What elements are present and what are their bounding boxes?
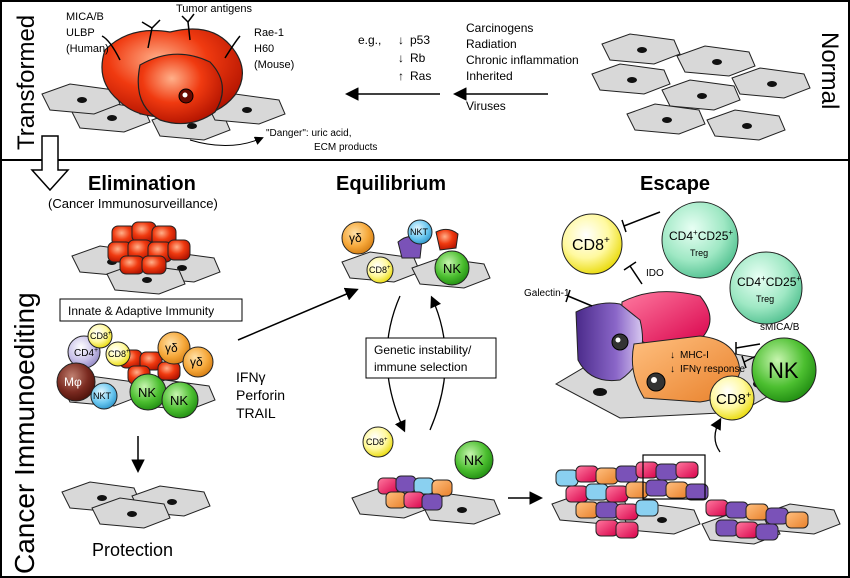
- equilibrium-tumor-bottom: [377, 475, 453, 511]
- danger-arrow: [189, 136, 264, 147]
- svg-text:IDO: IDO: [646, 268, 664, 279]
- svg-text:γδ: γδ: [349, 231, 362, 245]
- equilibrium-cells-bottom: CD8+ NK: [362, 426, 494, 480]
- normal-label: Normal: [816, 32, 843, 109]
- normal-tissue: [591, 33, 811, 141]
- svg-text:CD8+: CD8+: [369, 265, 391, 275]
- innate-adaptive-label: Innate & Adaptive Immunity: [68, 304, 214, 318]
- effector-molecules: IFNγ Perforin TRAIL: [236, 369, 285, 421]
- svg-text:Treg: Treg: [690, 248, 708, 258]
- svg-text:NK: NK: [443, 261, 461, 276]
- svg-text:sMICA/B: sMICA/B: [760, 322, 800, 333]
- causes-list: Carcinogens Radiation Chronic inflammati…: [466, 21, 579, 113]
- nkg2d-ligands-mouse: Rae-1 H60 (Mouse): [254, 27, 294, 71]
- svg-text:NK: NK: [138, 385, 156, 400]
- transformed-label: Transformed: [13, 15, 40, 150]
- svg-text:H60: H60: [254, 43, 274, 55]
- zoom-arrow: [710, 417, 722, 453]
- svg-text:↑: ↑: [398, 69, 404, 83]
- svg-text:NK: NK: [170, 393, 188, 408]
- svg-text:Radiation: Radiation: [466, 37, 517, 51]
- zoom-box: [642, 454, 706, 500]
- svg-text:TRAIL: TRAIL: [236, 405, 276, 421]
- elimination-tumor-top: [107, 221, 191, 275]
- svg-text:↓: ↓: [398, 51, 404, 65]
- svg-text:NKT: NKT: [410, 227, 429, 237]
- svg-text:e.g.,: e.g.,: [358, 33, 381, 47]
- svg-text:Rae-1: Rae-1: [254, 27, 284, 39]
- escape-title: Escape: [640, 173, 710, 195]
- immune-selection-label: immune selection: [374, 360, 467, 374]
- svg-text:CD8+: CD8+: [572, 235, 610, 254]
- to-equilibrium-arrow: [237, 287, 359, 341]
- svg-text:"Danger": uric acid,: "Danger": uric acid,: [266, 128, 351, 139]
- tumor-cells: [101, 13, 243, 125]
- svg-text:(Human): (Human): [66, 43, 109, 55]
- svg-text:CD8+: CD8+: [716, 390, 751, 408]
- svg-text:Viruses: Viruses: [466, 99, 506, 113]
- genetic-instability-label: Genetic instability/: [374, 343, 472, 357]
- svg-text:ULBP: ULBP: [66, 27, 95, 39]
- svg-text:NK: NK: [768, 358, 799, 383]
- svg-text:NK: NK: [464, 452, 484, 468]
- svg-text:Perforin: Perforin: [236, 387, 285, 403]
- svg-text:CD8+: CD8+: [90, 331, 112, 341]
- elimination-immune-cells: CD4+ CD8+ CD8+ Mφ NKT NK NK γδ γδ: [56, 323, 214, 419]
- svg-text:Carcinogens: Carcinogens: [466, 21, 533, 35]
- equilibrium-cells-top: γδ NKT CD8+ NK: [341, 219, 470, 286]
- svg-text:NKT: NKT: [93, 391, 112, 401]
- elimination-title: Elimination: [88, 173, 196, 195]
- svg-text:MICA/B: MICA/B: [66, 11, 104, 23]
- svg-text:CD4+: CD4+: [74, 347, 98, 359]
- nkg2d-ligands-human: MICA/B ULBP (Human): [66, 11, 109, 55]
- escape-tumor-cells: [575, 291, 741, 403]
- cancer-immunoediting-label: Cancer Immunoediting: [9, 292, 40, 574]
- svg-text:γδ: γδ: [165, 341, 178, 355]
- svg-text:Chronic inflammation: Chronic inflammation: [466, 53, 579, 67]
- svg-text:↓: ↓: [398, 33, 404, 47]
- svg-text:↓: ↓: [670, 364, 675, 375]
- svg-text:Mφ: Mφ: [64, 375, 82, 389]
- svg-text:MHC-I: MHC-I: [680, 350, 709, 361]
- svg-text:(Mouse): (Mouse): [254, 59, 294, 71]
- svg-text:IFNγ: IFNγ: [236, 369, 266, 385]
- svg-text:CD8+: CD8+: [366, 437, 388, 447]
- escape-immune-cells: CD8+ CD4+CD25+ Treg CD4+CD25+ Treg CD8+ …: [561, 201, 817, 421]
- svg-text:p53: p53: [410, 33, 430, 47]
- svg-text:Inherited: Inherited: [466, 69, 513, 83]
- svg-text:γδ: γδ: [190, 355, 203, 369]
- svg-text:IFNγ response: IFNγ response: [680, 364, 745, 375]
- protection-label: Protection: [92, 540, 173, 560]
- danger-label: "Danger": uric acid, ECM products: [266, 128, 377, 153]
- svg-text:Treg: Treg: [756, 294, 774, 304]
- svg-text:↓: ↓: [670, 350, 675, 361]
- svg-text:CD8+: CD8+: [108, 349, 130, 359]
- equilibrium-title: Equilibrium: [336, 173, 446, 195]
- svg-text:ECM products: ECM products: [314, 142, 377, 153]
- protection-tissue: [61, 481, 211, 529]
- svg-text:Galectin-1: Galectin-1: [524, 288, 570, 299]
- transition-down-arrow: [30, 135, 70, 192]
- tumor-antigens-label: Tumor antigens: [176, 3, 253, 15]
- escape-labels: Galectin-1 IDO sMICA/B ↓ MHC-I ↓ IFNγ re…: [524, 268, 800, 375]
- genetic-instability-box: [365, 337, 497, 379]
- svg-text:CD4+CD25+: CD4+CD25+: [669, 228, 733, 243]
- svg-text:Ras: Ras: [410, 69, 431, 83]
- mutations: e.g., ↓ p53 ↓ Rb ↑ Ras: [358, 33, 431, 83]
- elimination-subtitle: (Cancer Immunosurveillance): [48, 196, 218, 211]
- svg-text:Rb: Rb: [410, 51, 426, 65]
- svg-text:CD4+CD25+: CD4+CD25+: [737, 274, 801, 289]
- innate-adaptive-box: [59, 298, 243, 322]
